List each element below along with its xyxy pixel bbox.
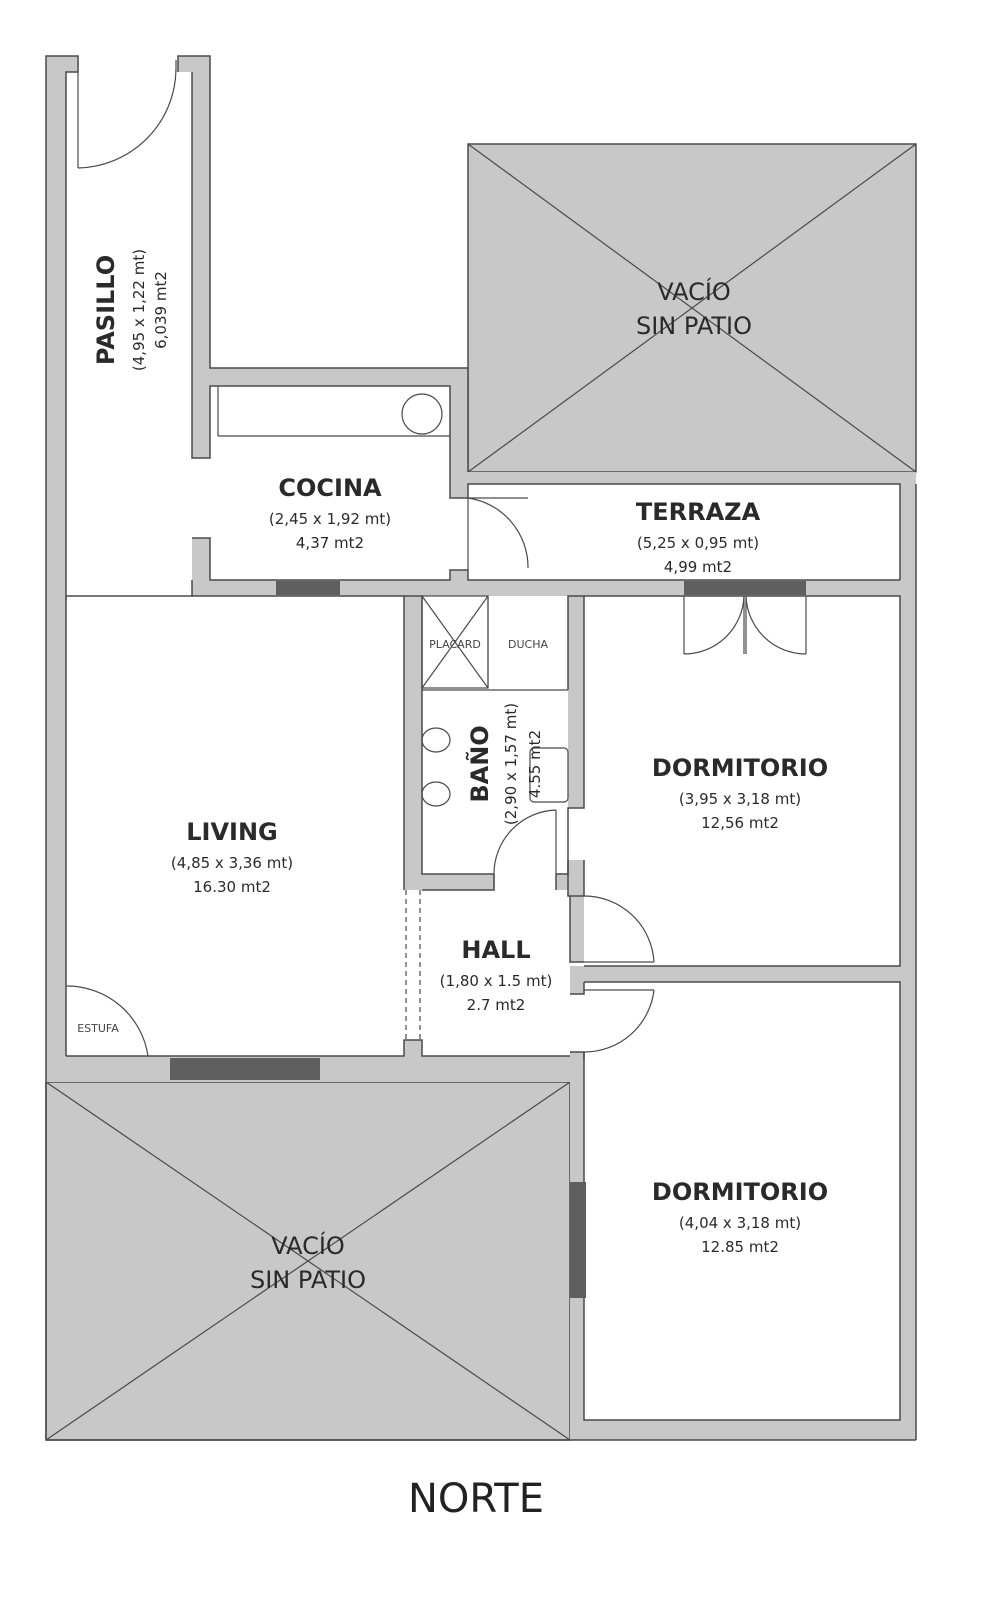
- void-bottom-line2: SIN PATIO: [250, 1266, 366, 1294]
- window-cocina: [276, 581, 340, 595]
- void-top: [467, 143, 917, 473]
- stove-icon: [401, 393, 443, 435]
- bano-name: BAÑO: [465, 725, 494, 802]
- toilet-icon: [421, 727, 451, 753]
- dormitorio2-area: 12.85 mt2: [701, 1238, 779, 1256]
- terraza-area: 4,99 mt2: [664, 558, 732, 576]
- pasillo-dims: (4,95 x 1,22 mt): [130, 249, 148, 371]
- void-top-line1: VACÍO: [657, 277, 731, 306]
- bano-area: 4.55 mt2: [526, 730, 544, 798]
- placard: [421, 595, 568, 691]
- window-living: [170, 1058, 320, 1080]
- terraza-name: TERRAZA: [636, 498, 761, 526]
- wall-outlines: [45, 55, 917, 1441]
- void-top-line2: SIN PATIO: [636, 312, 752, 340]
- kitchen-counter: [217, 386, 450, 437]
- bano-dims: (2,90 x 1,57 mt): [502, 703, 520, 825]
- dormitorio2-name: DORMITORIO: [652, 1178, 828, 1206]
- windows: [170, 581, 806, 1298]
- cocina-area: 4,37 mt2: [296, 534, 364, 552]
- pasillo-name: PASILLO: [92, 255, 120, 365]
- void-bottom-line1: VACÍO: [271, 1231, 345, 1260]
- dormitorio1-area: 12,56 mt2: [701, 814, 779, 832]
- living-name: LIVING: [186, 818, 278, 846]
- doors: [77, 60, 807, 1053]
- sink-icon: [529, 747, 569, 803]
- dormitorio1-name: DORMITORIO: [652, 754, 828, 782]
- hall-name: HALL: [461, 936, 530, 964]
- estufa: [65, 985, 149, 1057]
- cocina-dims: (2,45 x 1,92 mt): [269, 510, 391, 528]
- void-bottom: [45, 1081, 571, 1441]
- cocina-name: COCINA: [278, 474, 382, 502]
- hall-area: 2.7 mt2: [467, 996, 526, 1014]
- ducha-label: DUCHA: [508, 638, 548, 651]
- pasillo-area: 6,039 mt2: [152, 271, 170, 349]
- window-dormitorio1: [684, 581, 806, 595]
- bath-fixtures: [421, 727, 569, 807]
- dormitorio1-dims: (3,95 x 3,18 mt): [679, 790, 801, 808]
- living-dims: (4,85 x 3,36 mt): [171, 854, 293, 872]
- terraza-dims: (5,25 x 0,95 mt): [637, 534, 759, 552]
- window-dormitorio2: [570, 1182, 586, 1298]
- orientation-label: NORTE: [408, 1476, 544, 1522]
- bidet-icon: [421, 781, 451, 807]
- dormitorio2-dims: (4,04 x 3,18 mt): [679, 1214, 801, 1232]
- estufa-label: ESTUFA: [77, 1022, 119, 1035]
- placard-label: PLACARD: [429, 638, 481, 651]
- hall-dims: (1,80 x 1.5 mt): [440, 972, 553, 990]
- living-area: 16.30 mt2: [193, 878, 271, 896]
